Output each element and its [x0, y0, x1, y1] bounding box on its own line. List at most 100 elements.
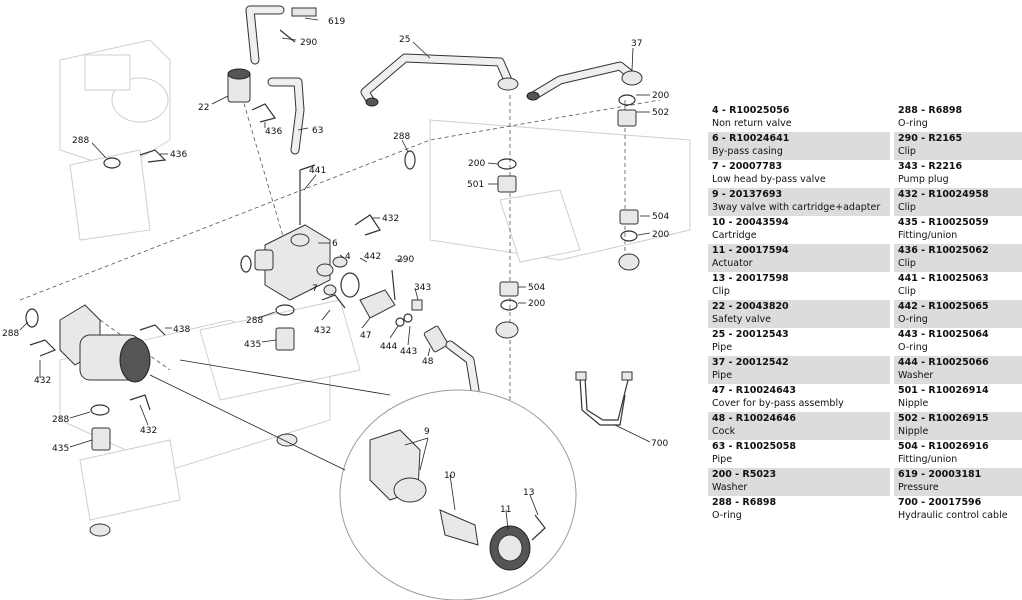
callout-444: 444 — [380, 342, 397, 352]
pipe-25 — [360, 53, 519, 107]
part-code: 288 - R6898 — [712, 497, 777, 508]
part-description: Clip — [898, 286, 916, 297]
hydraulic-control-cable-700 — [575, 371, 633, 426]
callout-700: 700 — [651, 439, 668, 449]
bottom-nut-left — [89, 523, 111, 537]
callout-22: 22 — [198, 103, 209, 113]
callout-288: 288 — [2, 329, 19, 339]
part-description: Fitting/union — [898, 454, 958, 465]
part-code: 432 - R10024958 — [898, 189, 989, 200]
part-description: Pipe — [712, 342, 733, 353]
callout-200: 200 — [468, 159, 485, 169]
callout-343: 343 — [414, 283, 431, 293]
part-code: 290 - R2165 — [898, 133, 963, 144]
callout-438: 438 — [173, 325, 190, 335]
callout-288: 288 — [52, 415, 69, 425]
part-description: Washer — [712, 482, 748, 493]
part-description: Pipe — [712, 370, 733, 381]
part-description: O-ring — [898, 342, 928, 353]
part-description: Low head by-pass valve — [712, 174, 826, 185]
part-code: 501 - R10026914 — [898, 385, 989, 396]
callout-200: 200 — [652, 230, 669, 240]
part-code: 11 - 20017594 — [712, 245, 789, 256]
part-description: Pressure — [898, 482, 939, 493]
callout-290: 290 — [300, 38, 317, 48]
part-code: 288 - R6898 — [898, 105, 963, 116]
part-code: 435 - R10025059 — [898, 217, 989, 228]
callout-10: 10 — [444, 471, 456, 481]
part-description: Cock — [712, 426, 736, 437]
callout-504: 504 — [652, 212, 669, 222]
callout-63: 63 — [312, 126, 323, 136]
callout-7: 7 — [312, 284, 318, 294]
part-description: Hydraulic control cable — [898, 510, 1008, 521]
part-code: 9 - 20137693 — [712, 189, 783, 200]
part-code: 37 - 20012542 — [712, 357, 789, 368]
part-code: 441 - R10025063 — [898, 273, 989, 284]
callout-200: 200 — [652, 91, 669, 101]
clip-436-upper — [251, 103, 276, 123]
callout-13: 13 — [523, 488, 534, 498]
callout-619: 619 — [328, 17, 345, 27]
part-code: 4 - R10025056 — [712, 105, 790, 116]
bottom-nut-mid — [276, 433, 298, 447]
part-code: 502 - R10026915 — [898, 413, 989, 424]
part-code: 504 - R10026916 — [898, 441, 989, 452]
o-ring-288-mid — [404, 150, 416, 170]
part-description: Nipple — [898, 398, 929, 409]
callout-436: 436 — [265, 127, 282, 137]
fittings-435-288 — [275, 304, 295, 351]
exploded-parts-diagram: 619 290 25 37 22 200 502 436 63 288 436 … — [2, 5, 691, 600]
callout-leaders — [19, 17, 651, 531]
part-description: Clip — [898, 146, 916, 157]
three-way-valve-assembly — [25, 304, 166, 451]
callout-501: 501 — [467, 180, 484, 190]
callout-47: 47 — [360, 331, 371, 341]
part-description: Cartridge — [712, 230, 757, 241]
detail-view-ellipse — [149, 359, 577, 600]
part-code: 13 - 20017598 — [712, 273, 789, 284]
callout-37: 37 — [631, 39, 642, 49]
part-code: 25 - 20012543 — [712, 329, 789, 340]
pressure-pipe — [245, 5, 317, 65]
part-code: 63 - R10025058 — [712, 441, 796, 452]
part-entry: 9 - 20137693 3way valve with cartridge+ad… — [708, 188, 890, 216]
callout-441: 441 — [309, 166, 326, 176]
part-code: 436 - R10025062 — [898, 245, 989, 256]
part-code: 22 - 20043820 — [712, 301, 789, 312]
callout-25: 25 — [399, 35, 410, 45]
callout-4: 4 — [345, 252, 351, 262]
pipe-37 — [526, 61, 643, 101]
callout-9: 9 — [424, 427, 430, 437]
part-description: 3way valve with cartridge+adapter — [712, 202, 881, 213]
part-description: Clip — [898, 258, 916, 269]
part-code: 47 - R10024643 — [712, 385, 796, 396]
callout-432: 432 — [382, 214, 399, 224]
callout-288: 288 — [72, 136, 89, 146]
part-code: 343 - R2216 — [898, 161, 963, 172]
